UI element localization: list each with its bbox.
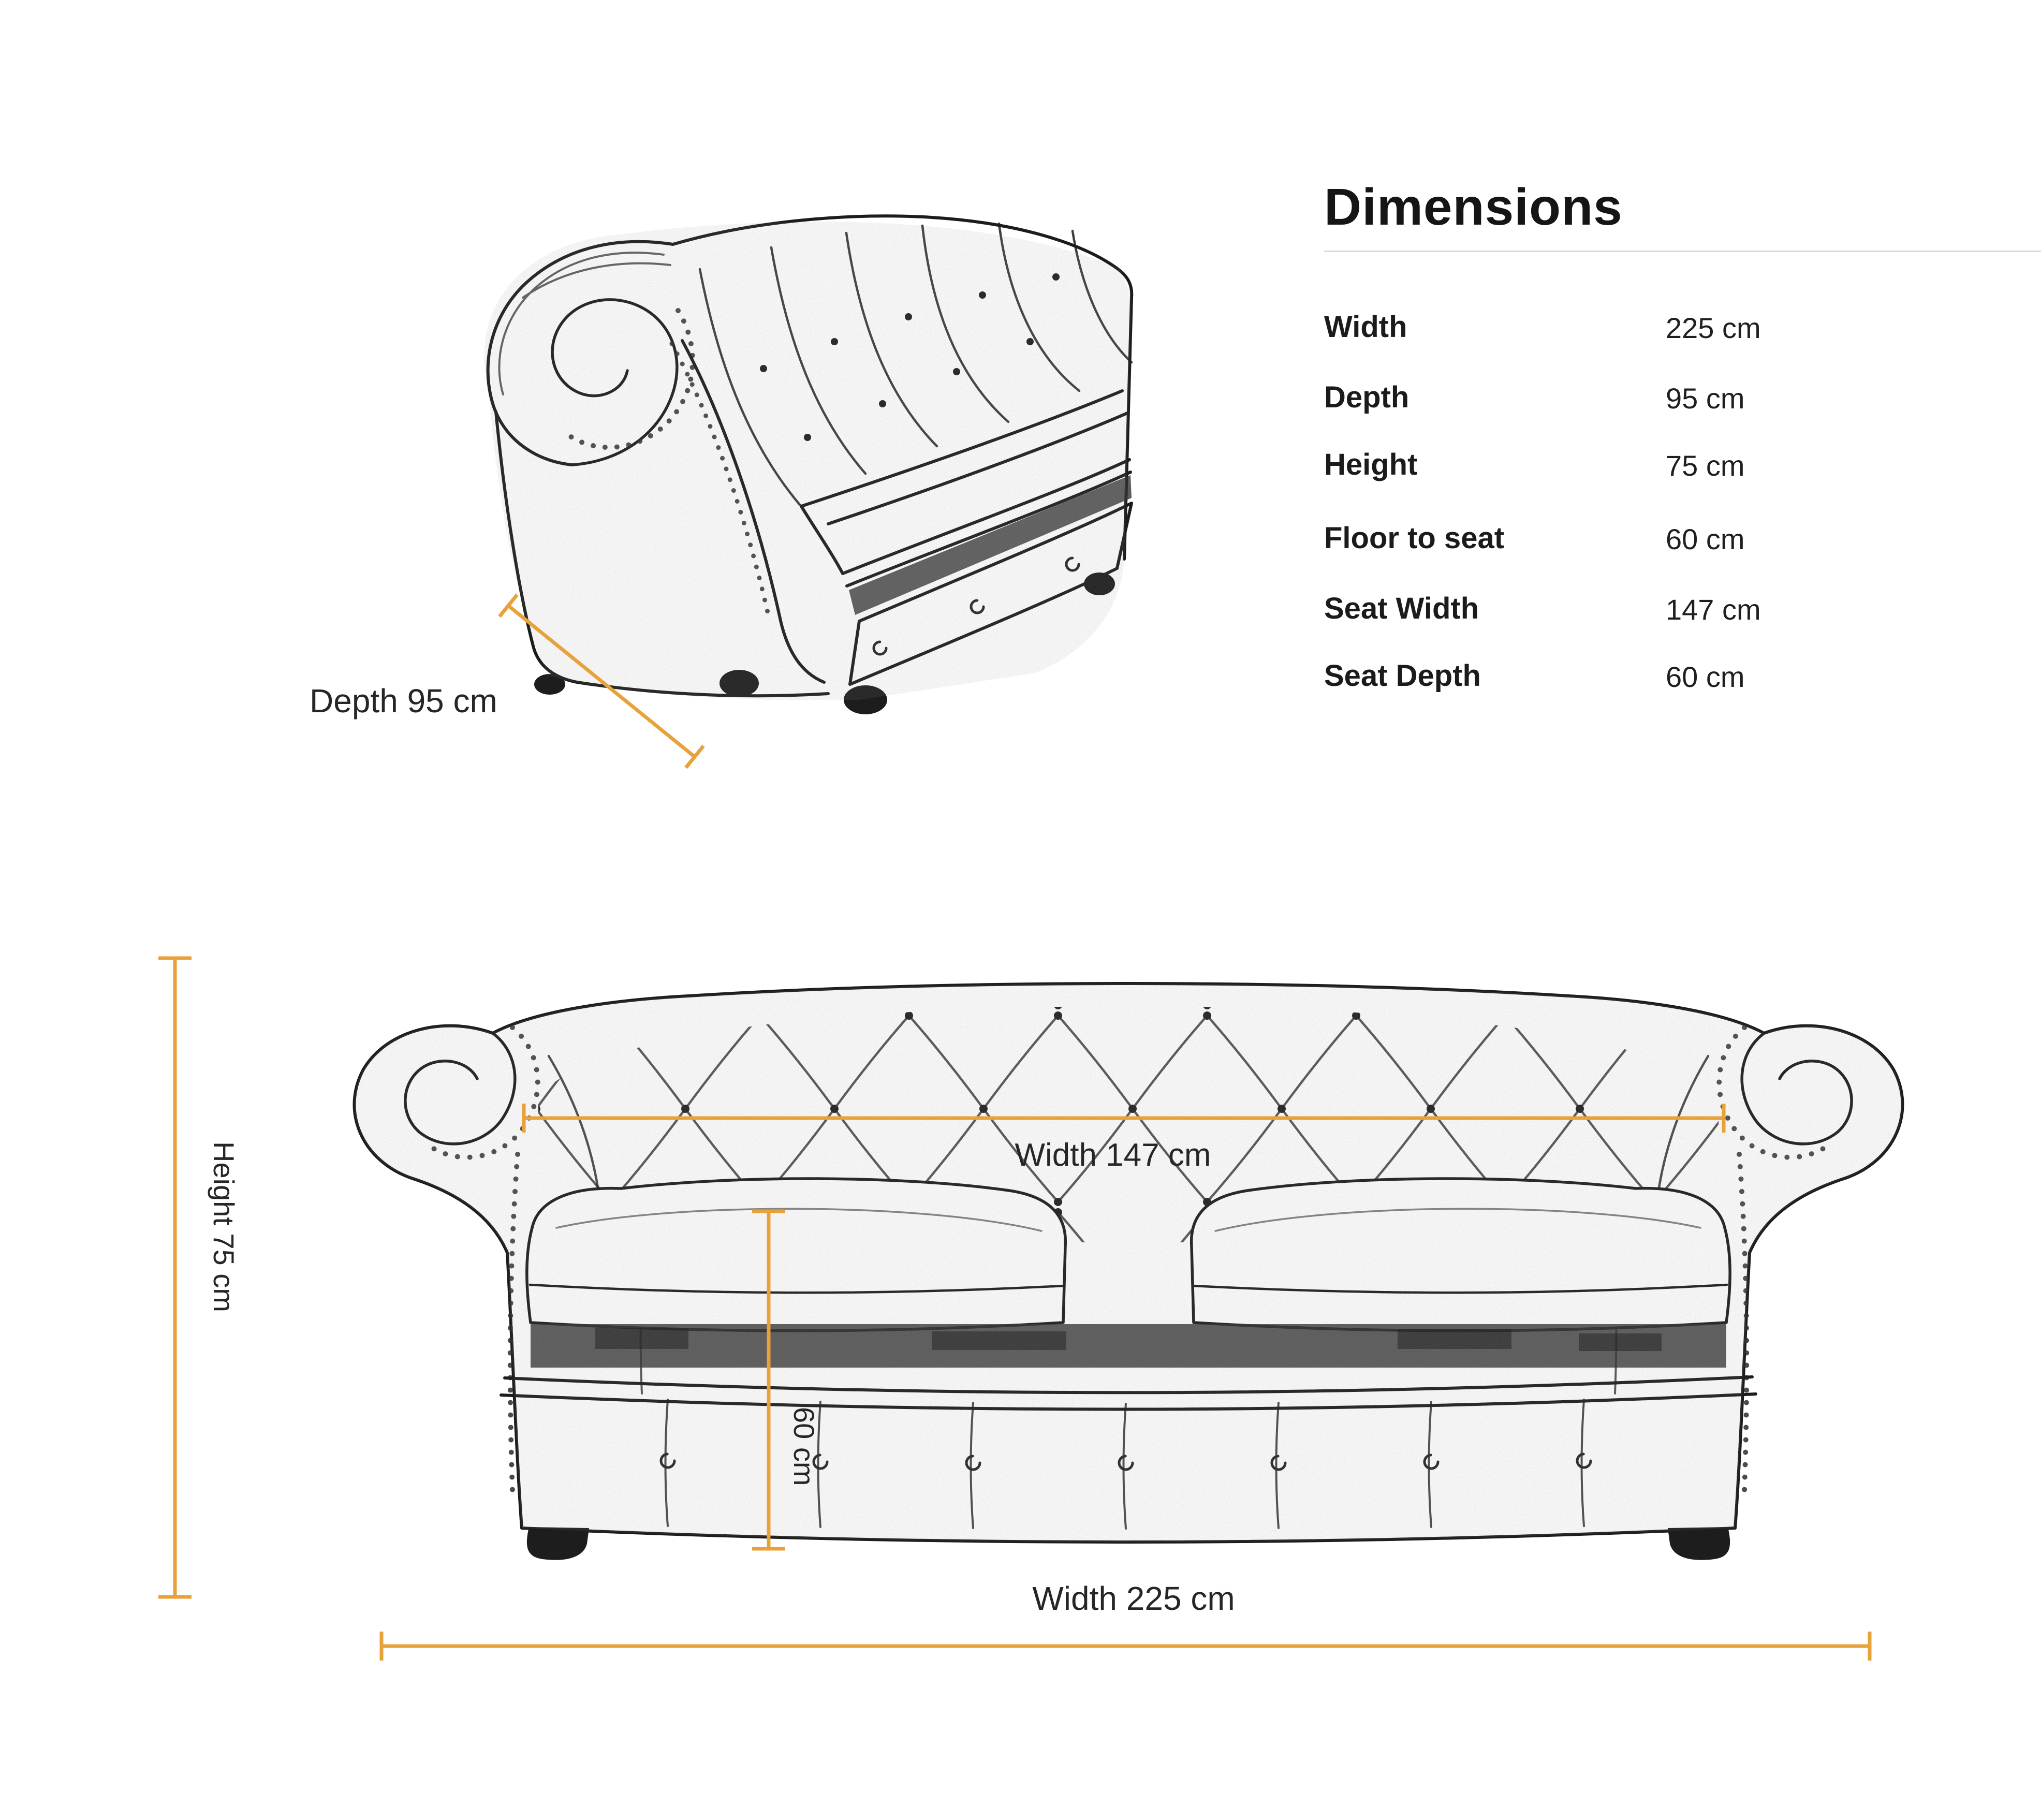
floor-to-seat-dimension-line [752, 1209, 785, 1551]
sofa-side-view-sketch [486, 214, 1134, 714]
front-right-scroll-trim [1716, 1025, 1834, 1160]
overall-width-dimension-line [379, 1632, 1872, 1661]
spec-label: Depth [1324, 380, 1409, 414]
spec-row-floor-to-seat: Floor to seat 60 cm [1324, 520, 2041, 556]
side-base-panel [848, 502, 1133, 686]
spec-row-height: Height 75 cm [1324, 447, 2041, 483]
spec-row-width: Width 225 cm [1324, 309, 2041, 345]
front-left-arm-trim [507, 1152, 520, 1493]
front-cushion-piping [528, 1283, 1728, 1294]
side-back-outline [671, 214, 1134, 561]
dimensions-panel-title: Dimensions [1324, 178, 1623, 236]
height-annotation: Height 75 cm [208, 1141, 240, 1312]
spec-label: Height [1324, 448, 1418, 481]
side-arm-roll-contours [498, 252, 671, 395]
seat-width-annotation: Width 147 cm [1015, 1137, 1211, 1173]
front-under-cushion-shadow [531, 1324, 1726, 1368]
side-feet [534, 573, 1115, 714]
spec-label: Seat Depth [1324, 659, 1481, 693]
spec-value: 60 cm [1666, 661, 1745, 693]
height-dimension-line [158, 956, 192, 1599]
spec-label: Floor to seat [1324, 521, 1505, 555]
front-shadow-blocks [595, 1328, 1662, 1351]
front-cushion-creases [555, 1208, 1701, 1232]
side-arm-front-edge [681, 339, 826, 684]
front-right-scroll [1740, 1032, 1853, 1146]
front-base-seams [664, 1399, 1585, 1530]
sofa-front-view-sketch [353, 982, 1904, 1560]
side-arm-nailhead-trim [563, 308, 696, 450]
seat-width-dimension-line [522, 1104, 1726, 1133]
side-arm-left-edge [494, 410, 579, 684]
front-left-scroll [404, 1032, 517, 1146]
spec-value: 95 cm [1666, 382, 1745, 415]
spec-row-seat-width: Seat Width 147 cm [1324, 591, 2041, 627]
spec-label: Seat Width [1324, 592, 1479, 625]
depth-annotation: Depth 95 cm [310, 682, 497, 720]
front-base-buttons [659, 1452, 1592, 1471]
front-right-arm-trim [1737, 1152, 1750, 1493]
overall-width-annotation: Width 225 cm [1032, 1580, 1235, 1617]
floor-to-seat-annotation: 60 cm [788, 1407, 820, 1486]
spec-row-seat-depth: Seat Depth 60 cm [1324, 658, 2041, 694]
side-base-buttons [872, 556, 1080, 656]
side-arm-roll-outline [486, 240, 674, 466]
spec-label: Width [1324, 310, 1407, 344]
spec-value: 147 cm [1666, 593, 1761, 626]
side-back-pleats [698, 222, 1133, 506]
spec-value: 75 cm [1666, 449, 1745, 482]
dimensions-panel-divider [1324, 251, 2041, 252]
front-apron-lines [500, 1375, 1757, 1411]
front-seat-cushions [525, 1177, 1731, 1332]
spec-row-depth: Depth 95 cm [1324, 379, 2041, 416]
side-under-cushion-shadow [849, 475, 1132, 615]
side-arm-front-trim [669, 341, 772, 622]
side-arm-scroll-curl [551, 298, 679, 466]
spec-value: 225 cm [1666, 312, 1761, 344]
side-back-buttons [760, 273, 1060, 441]
spec-value: 60 cm [1666, 523, 1745, 555]
side-seat-cushion [800, 389, 1132, 588]
depth-dimension-line [498, 593, 705, 769]
front-feet [526, 1527, 1730, 1560]
